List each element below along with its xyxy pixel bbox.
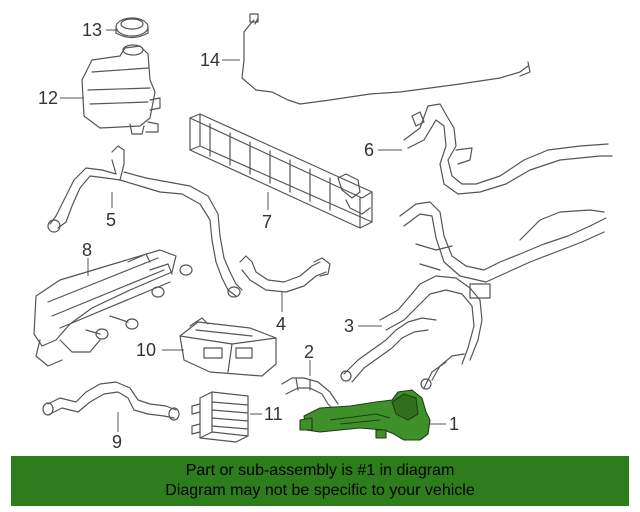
callout-13: 13 [82, 20, 102, 40]
coolant-reservoir-part [81, 44, 161, 135]
radiator-part [189, 113, 373, 229]
callout-2: 2 [304, 342, 314, 362]
oil-cooler-part [191, 391, 249, 443]
info-banner: Part or sub-assembly is #1 in diagram Di… [11, 456, 629, 506]
callout-5: 5 [106, 210, 116, 230]
coolant-manifold-part [33, 249, 193, 367]
radiator-hose-part [47, 145, 243, 298]
highlighted-pump-assembly-part [299, 389, 431, 441]
callout-4: 4 [276, 314, 286, 334]
callout-11: 11 [264, 404, 283, 424]
callout-6: 6 [364, 140, 374, 160]
reservoir-cap-part [115, 17, 149, 39]
bypass-hose-part [42, 381, 180, 421]
upper-hose-part [403, 103, 613, 195]
banner-line-part-number: Part or sub-assembly is #1 in diagram [185, 462, 455, 479]
callout-10: 10 [136, 340, 156, 360]
callout-14: 14 [200, 50, 220, 70]
callout-1: 1 [449, 414, 459, 434]
heater-hose-part [239, 255, 331, 293]
callout-7: 7 [262, 212, 272, 232]
banner-line-disclaimer: Diagram may not be specific to your vehi… [165, 482, 475, 499]
coolant-line-part [241, 13, 531, 105]
coolant-module-part [179, 317, 277, 377]
small-hose-part [281, 377, 339, 411]
callout-8: 8 [82, 240, 92, 260]
exploded-parts-diagram: 1 2 3 4 5 6 7 8 9 10 11 12 13 14 [33, 13, 613, 452]
hose-assembly-part [340, 201, 607, 390]
callout-12: 12 [38, 88, 58, 108]
callout-3: 3 [344, 316, 354, 336]
callout-9: 9 [112, 432, 122, 452]
